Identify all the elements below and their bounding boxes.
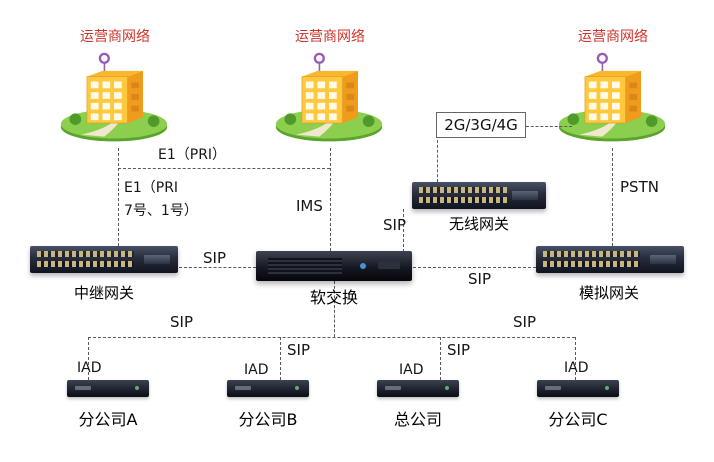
iad-label-hq: IAD	[399, 362, 424, 378]
link-bus-to-iad-hq	[440, 337, 441, 380]
link-trunk-gateway-to-softswitch	[179, 267, 256, 268]
e1-pri-label: E1（PRI）	[158, 147, 227, 163]
site-label-branch-b: 分公司B	[238, 410, 298, 429]
iad-device-c	[537, 380, 619, 397]
carrier-network-label-left: 运营商网络	[80, 29, 150, 45]
iad-faceplate	[385, 386, 401, 390]
carrier-building-icon-left	[59, 52, 169, 143]
mobile-network-label: 2G/3G/4G	[436, 112, 526, 138]
sip-label-bus-right: SIP	[513, 313, 536, 331]
pstn-label: PSTN	[620, 178, 659, 196]
link-right-carrier-to-analog-gateway	[612, 148, 613, 246]
iad-faceplate	[75, 386, 91, 390]
carrier-network-label-center: 运营商网络	[295, 29, 365, 45]
link-mobile-to-wireless-gateway	[437, 140, 438, 182]
switch-uplink-module	[650, 255, 676, 264]
iad-led	[605, 386, 609, 390]
iad-led	[295, 386, 299, 390]
site-label-branch-c: 分公司C	[548, 410, 608, 429]
link-bus-to-iad-a	[88, 337, 89, 380]
analog-gateway-label: 模拟网关	[578, 284, 639, 302]
switch-port-row	[37, 251, 134, 257]
server-led	[360, 263, 366, 269]
softswitch-device	[256, 251, 412, 281]
carrier-network-label-right: 运营商网络	[578, 29, 648, 45]
link-e1-pri-horizontal	[118, 168, 330, 169]
link-left-carrier-to-trunk-gateway	[118, 148, 119, 246]
switch-port-row	[543, 251, 640, 257]
iad-faceplate	[545, 386, 561, 390]
sip-label-wireless: SIP	[383, 216, 406, 234]
iad-device-hq	[377, 380, 459, 397]
link-center-carrier-to-softswitch	[330, 148, 331, 251]
server-badge	[378, 261, 400, 269]
switch-port-row	[419, 187, 507, 193]
server-vents	[268, 258, 342, 274]
iad-label-b: IAD	[244, 362, 269, 378]
iad-device-b	[227, 380, 309, 397]
link-wireless-gateway-to-softswitch	[403, 209, 404, 252]
softswitch-label: 软交换	[309, 288, 358, 307]
link-softswitch-to-analog-gateway	[413, 267, 536, 268]
link-bus-to-iad-c	[575, 337, 576, 380]
e1-pri-trunk-label-line1: E1（PRI	[124, 180, 179, 196]
iad-led	[135, 386, 139, 390]
trunk-gateway-label: 中继网关	[73, 284, 134, 302]
ims-label: IMS	[296, 197, 323, 215]
iad-label-c: IAD	[564, 360, 589, 376]
link-softswitch-to-bus	[334, 281, 335, 337]
analog-gateway-device	[536, 246, 684, 273]
link-sip-bus	[88, 337, 575, 338]
switch-port-row	[419, 197, 507, 203]
e1-pri-trunk-label: E1（PRI 7号、1号）	[124, 177, 198, 223]
link-bus-to-iad-b	[280, 337, 281, 380]
sip-label-trunk: SIP	[203, 249, 226, 267]
iad-led	[445, 386, 449, 390]
carrier-building-icon-right	[557, 52, 667, 143]
switch-port-row	[543, 261, 640, 267]
switch-uplink-module	[512, 191, 538, 200]
switch-uplink-module	[144, 255, 170, 264]
e1-pri-trunk-label-line2: 7号、1号）	[124, 203, 198, 220]
iad-device-a	[67, 380, 149, 397]
iad-label-a: IAD	[77, 360, 102, 376]
carrier-building-icon-center	[274, 52, 384, 143]
wireless-gateway-device	[412, 182, 546, 209]
sip-label-analog: SIP	[468, 270, 491, 288]
switch-port-row	[37, 261, 134, 267]
sip-label-iad-b: SIP	[287, 341, 310, 359]
link-mobile-to-right-carrier	[526, 126, 572, 127]
site-label-branch-a: 分公司A	[78, 410, 138, 429]
wireless-gateway-label: 无线网关	[448, 215, 509, 233]
trunk-gateway-device	[30, 246, 178, 273]
sip-label-iad-hq: SIP	[447, 341, 470, 359]
sip-label-bus-left: SIP	[170, 313, 193, 331]
site-label-hq: 总公司	[393, 410, 442, 429]
iad-faceplate	[235, 386, 251, 390]
